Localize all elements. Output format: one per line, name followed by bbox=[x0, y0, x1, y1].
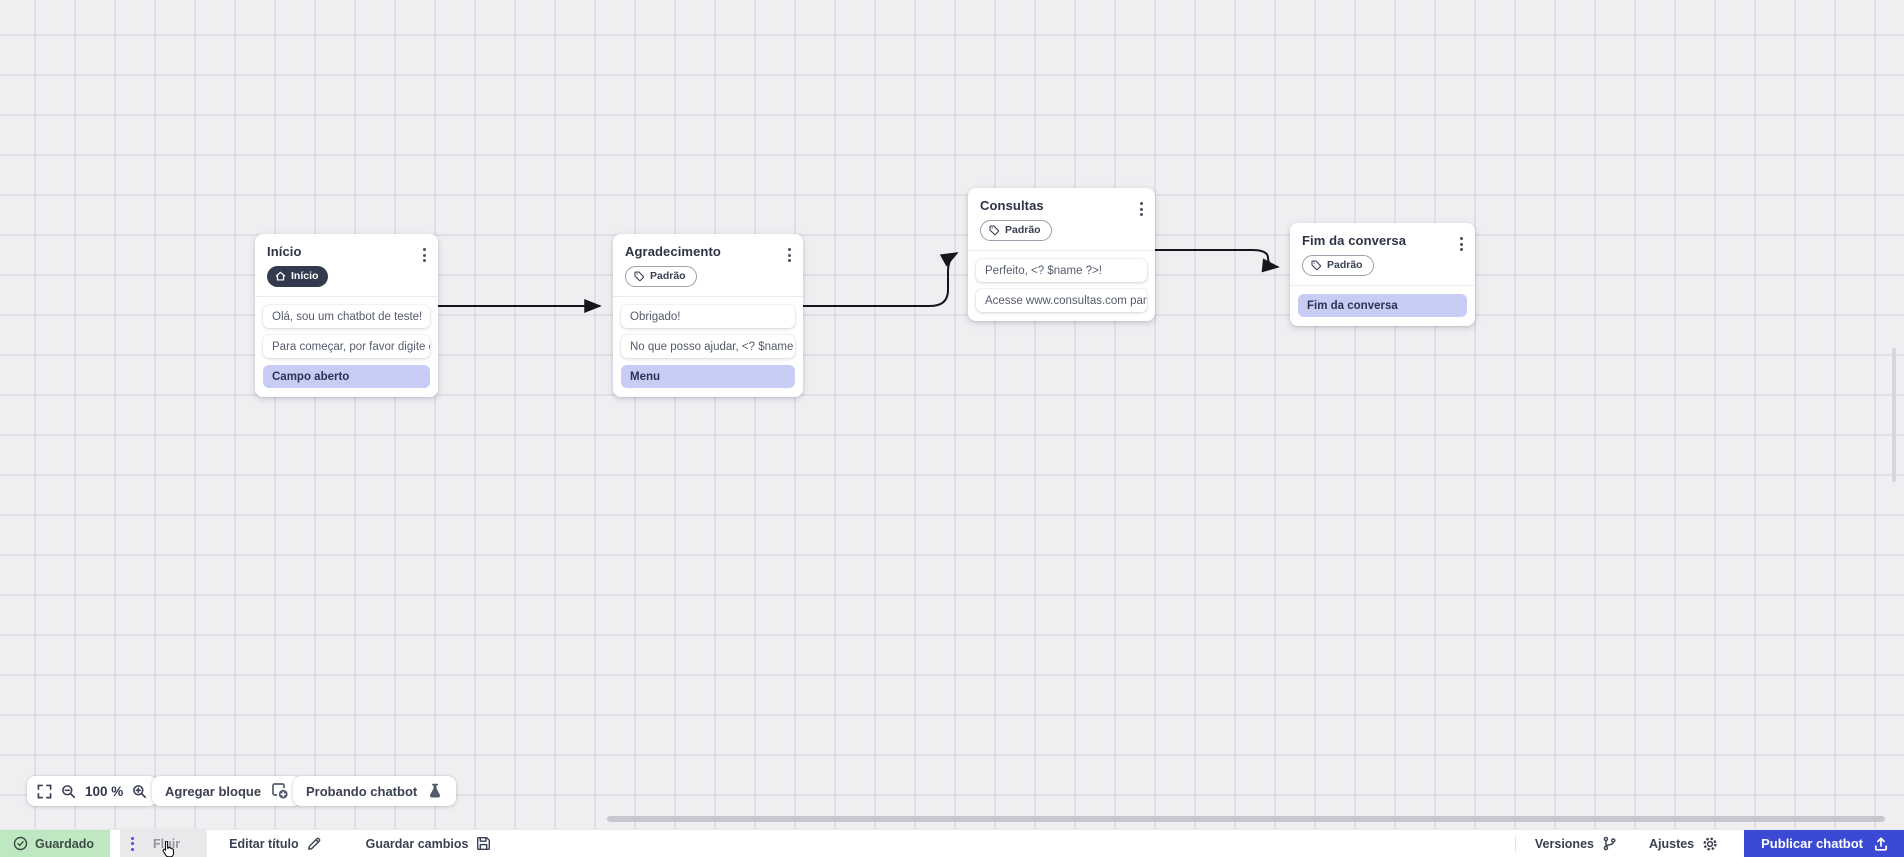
node-message-row[interactable]: Obrigado! bbox=[621, 305, 795, 328]
zoom-out-icon[interactable] bbox=[61, 784, 76, 799]
node-header: Início Início bbox=[255, 234, 438, 296]
edge-agradecimento-consultas bbox=[803, 252, 959, 307]
saved-status-label: Guardado bbox=[35, 836, 95, 851]
publish-chatbot-label: Publicar chatbot bbox=[1761, 836, 1863, 851]
node-action-row[interactable]: Fim da conversa bbox=[1298, 294, 1467, 317]
badge-label: Padrão bbox=[650, 270, 686, 283]
node-message-row[interactable]: Olá, sou um chatbot de teste! bbox=[263, 305, 430, 328]
node-menu-icon[interactable] bbox=[1137, 199, 1146, 219]
vertical-scrollbar[interactable] bbox=[1892, 348, 1896, 482]
publish-chatbot-button[interactable]: Publicar chatbot bbox=[1744, 830, 1904, 857]
badge-label: Padrão bbox=[1327, 259, 1363, 272]
edge-consultas-fim bbox=[1155, 249, 1280, 273]
gear-icon bbox=[1703, 836, 1717, 851]
node-message-row[interactable]: Para começar, por favor digite o ... bbox=[263, 335, 430, 358]
test-chatbot-button[interactable]: Probando chatbot bbox=[293, 776, 457, 806]
flow-node-fim-da-conversa[interactable]: Fim da conversa Padrão Fim da conversa bbox=[1290, 223, 1475, 326]
node-header: Fim da conversa Padrão bbox=[1290, 223, 1475, 285]
edit-title-label: Editar título bbox=[229, 836, 299, 851]
node-message-row[interactable]: Perfeito, <? $name ?>! bbox=[976, 259, 1147, 282]
node-type-badge: Padrão bbox=[625, 266, 697, 287]
badge-label: Início bbox=[291, 270, 319, 283]
saved-status-badge: Guardado bbox=[0, 830, 111, 857]
node-type-badge: Padrão bbox=[980, 220, 1052, 241]
add-block-button[interactable]: Agregar bloque bbox=[152, 776, 303, 806]
tab-flow[interactable]: Fluir bbox=[120, 830, 208, 857]
add-block-label: Agregar bloque bbox=[165, 783, 262, 799]
node-menu-icon[interactable] bbox=[420, 245, 429, 265]
upload-icon bbox=[1874, 836, 1888, 851]
node-type-badge: Padrão bbox=[1302, 255, 1374, 276]
node-title: Início bbox=[267, 244, 302, 259]
node-action-row[interactable]: Menu bbox=[621, 365, 795, 388]
check-circle-icon bbox=[13, 836, 28, 851]
zoom-controls: 100 % bbox=[27, 776, 158, 806]
node-type-badge: Início bbox=[267, 266, 329, 287]
pencil-icon bbox=[307, 837, 320, 850]
node-title: Agradecimento bbox=[625, 244, 721, 259]
statusbar-divider bbox=[1514, 835, 1516, 852]
save-changes-button[interactable]: Guardar cambios bbox=[366, 836, 492, 851]
flow-canvas[interactable]: Início Início Olá, sou um chatbot de tes… bbox=[0, 0, 1904, 829]
node-body: Fim da conversa bbox=[1290, 285, 1475, 326]
tab-flow-label: Fluir bbox=[153, 836, 181, 851]
zoom-level: 100 % bbox=[85, 783, 124, 799]
node-action-row[interactable]: Campo aberto bbox=[263, 365, 430, 388]
zoom-in-icon[interactable] bbox=[132, 784, 147, 799]
tag-icon bbox=[989, 225, 1000, 236]
status-bar: Guardado Fluir Editar título Guardar cam… bbox=[0, 829, 1904, 857]
git-branch-icon bbox=[1603, 836, 1616, 851]
node-body: Perfeito, <? $name ?>! Acesse www.consul… bbox=[968, 250, 1155, 321]
node-header: Consultas Padrão bbox=[968, 188, 1155, 250]
home-icon bbox=[275, 271, 286, 281]
versions-label: Versiones bbox=[1534, 836, 1594, 851]
node-title: Fim da conversa bbox=[1302, 233, 1407, 248]
flask-icon bbox=[427, 783, 443, 799]
settings-label: Ajustes bbox=[1648, 836, 1695, 851]
node-message-row[interactable]: Acesse www.consultas.com par... bbox=[976, 289, 1147, 312]
horizontal-scrollbar[interactable] bbox=[607, 816, 1885, 822]
node-body: Obrigado! No que posso ajudar, <? $name … bbox=[613, 296, 803, 397]
node-body: Olá, sou um chatbot de teste! Para começ… bbox=[255, 296, 438, 397]
node-title: Consultas bbox=[980, 198, 1044, 213]
edit-title-button[interactable]: Editar título bbox=[229, 836, 321, 851]
tag-icon bbox=[634, 271, 645, 282]
save-icon bbox=[477, 836, 491, 851]
flow-node-consultas[interactable]: Consultas Padrão Perfeito, <? $name ?>! … bbox=[968, 188, 1155, 321]
tag-icon bbox=[1311, 260, 1322, 271]
node-menu-icon[interactable] bbox=[785, 245, 794, 265]
versions-button[interactable]: Versiones bbox=[1535, 836, 1617, 851]
settings-button[interactable]: Ajustes bbox=[1649, 836, 1718, 852]
test-chatbot-label: Probando chatbot bbox=[306, 783, 418, 799]
node-menu-icon[interactable] bbox=[1457, 234, 1466, 254]
flow-node-agradecimento[interactable]: Agradecimento Padrão Obrigado! No que po… bbox=[613, 234, 803, 397]
tab-menu-icon[interactable] bbox=[131, 836, 135, 851]
flow-node-inicio[interactable]: Início Início Olá, sou um chatbot de tes… bbox=[255, 234, 438, 397]
fit-screen-icon[interactable] bbox=[37, 784, 52, 799]
node-message-row[interactable]: No que posso ajudar, <? $name ... bbox=[621, 335, 795, 358]
save-changes-label: Guardar cambios bbox=[365, 836, 469, 851]
add-block-icon bbox=[271, 782, 289, 800]
badge-label: Padrão bbox=[1005, 224, 1041, 237]
node-header: Agradecimento Padrão bbox=[613, 234, 803, 296]
flow-connections bbox=[438, 249, 1280, 313]
